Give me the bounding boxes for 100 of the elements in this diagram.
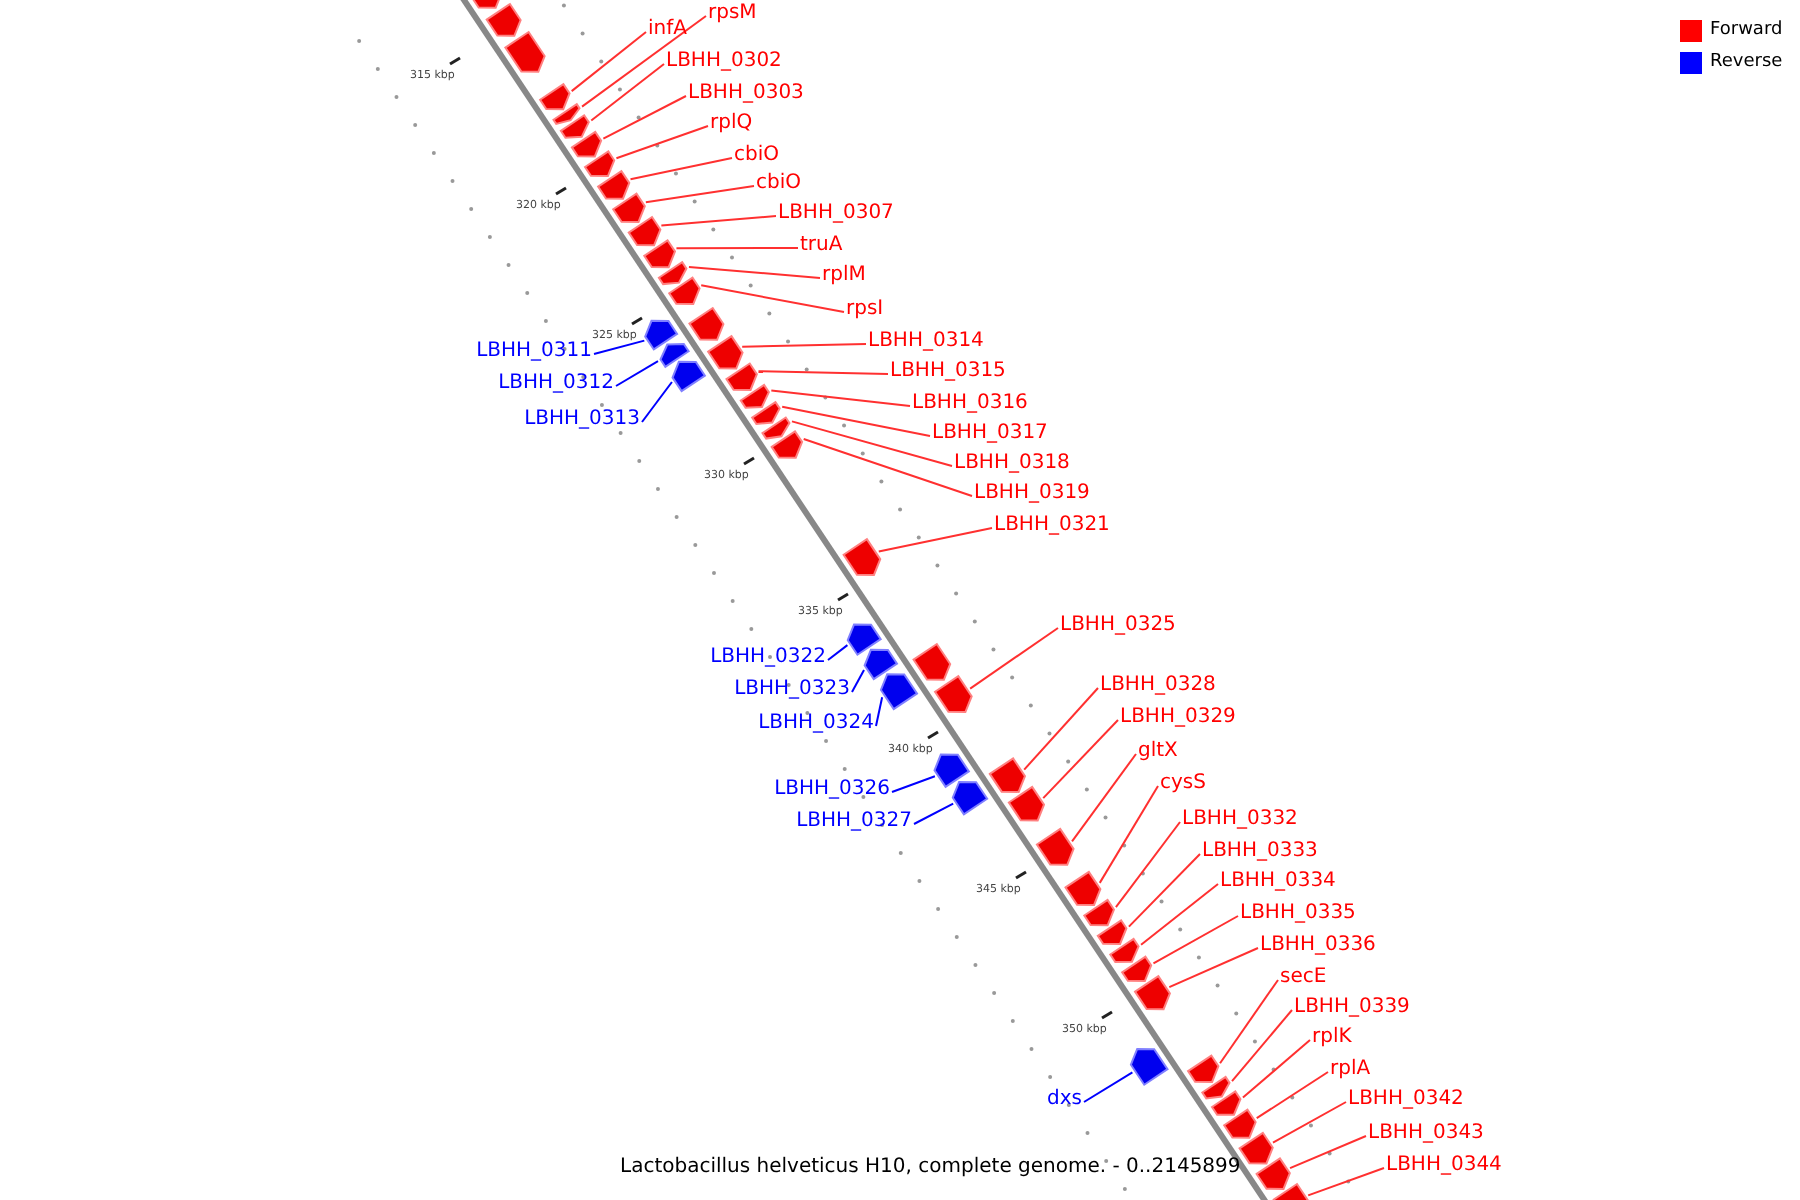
leader-line: [1114, 821, 1181, 909]
leader-line: [1219, 979, 1279, 1065]
gene-block: [1108, 937, 1140, 963]
gene-block: [1096, 918, 1128, 945]
leader-line: [1231, 1009, 1293, 1083]
gene-block: [611, 192, 646, 223]
leader-line: [629, 157, 733, 181]
gene-label: LBHH_0323: [734, 678, 850, 702]
leader-line: [1255, 1071, 1329, 1120]
gene-label: gltX: [1138, 740, 1178, 764]
gene-block: [559, 113, 590, 139]
gene-label: LBHH_0332: [1182, 808, 1298, 832]
leader-line: [615, 125, 709, 160]
gene-label: LBHH_0344: [1386, 1154, 1502, 1178]
gene-label: LBHH_0322: [710, 646, 826, 670]
gene-block: [761, 416, 791, 440]
leader-line: [644, 185, 755, 204]
gene-block: [988, 757, 1027, 793]
leader-line: [1127, 853, 1201, 928]
gene-label: LBHH_0303: [688, 82, 804, 106]
gene-block: [951, 780, 989, 816]
leader-line: [1083, 1071, 1134, 1103]
gene-label: LBHH_0311: [476, 340, 592, 364]
gene-block: [1129, 1047, 1169, 1087]
gene-label: LBHH_0324: [758, 712, 874, 736]
gene-label: infA: [648, 18, 687, 42]
gene-block: [644, 319, 679, 351]
leader-line: [1241, 1039, 1311, 1099]
gene-block: [503, 30, 546, 73]
gene-label: LBHH_0339: [1294, 996, 1410, 1020]
leader-line: [602, 95, 687, 140]
gene-block: [1082, 898, 1116, 927]
gene-block: [770, 430, 804, 459]
gene-block: [863, 648, 899, 681]
gene-label: LBHH_0336: [1260, 934, 1376, 958]
leader-line: [1140, 883, 1219, 946]
gene-block: [667, 276, 701, 306]
gene-block: [538, 82, 571, 111]
leader-line: [1042, 719, 1119, 800]
gene-block: [1064, 870, 1102, 906]
gene-block: [1222, 1108, 1257, 1139]
leader-line: [1271, 1101, 1347, 1144]
gene-label: rplQ: [710, 112, 753, 136]
gene-block: [1007, 785, 1046, 822]
gene-label: LBHH_0335: [1240, 902, 1356, 926]
gene-block: [688, 306, 725, 341]
gene-block: [725, 362, 758, 391]
leader-line: [1168, 947, 1259, 989]
gene-block: [933, 753, 971, 789]
leader-line: [1307, 1167, 1385, 1197]
leader-line: [851, 669, 865, 693]
gene-block: [1238, 1131, 1274, 1165]
leader-line: [891, 775, 936, 793]
gene-block: [1133, 974, 1171, 1011]
gene-block: [657, 260, 688, 286]
leader-line: [581, 15, 707, 108]
gene-label: rplM: [822, 264, 866, 288]
gene-label: LBHH_0334: [1220, 870, 1336, 894]
leader-line: [741, 343, 867, 348]
gene-block: [739, 383, 770, 409]
gene-block: [1210, 1090, 1242, 1116]
leader-line: [700, 284, 845, 313]
gene-label: cbiO: [734, 144, 779, 168]
gene-label: LBHH_0315: [890, 360, 1006, 384]
gene-label: rpsI: [846, 298, 884, 322]
gene-block: [1272, 1182, 1311, 1200]
gene-label: LBHH_0326: [774, 778, 890, 802]
leader-line: [641, 381, 673, 423]
gene-block: [469, 0, 504, 9]
gene-label: LBHH_0319: [974, 482, 1090, 506]
leader-line: [770, 389, 911, 407]
leader-line: [1289, 1135, 1367, 1170]
gene-block: [1035, 827, 1075, 866]
gene-label: cysS: [1160, 772, 1206, 796]
gene-label: LBHH_0318: [954, 452, 1070, 476]
leader-line: [1098, 785, 1159, 884]
legend-label: Forward: [1710, 18, 1783, 42]
gene-label: LBHH_0342: [1348, 1088, 1464, 1112]
gene-block: [846, 623, 883, 657]
gene-label: rpsM: [708, 2, 757, 26]
leader-line: [913, 802, 955, 825]
gene-label: rplA: [1330, 1058, 1371, 1082]
gene-label: LBHH_0329: [1120, 706, 1236, 730]
leader-line: [757, 370, 889, 375]
gene-label: LBHH_0321: [994, 514, 1110, 538]
gene-block: [596, 169, 631, 200]
leader-line: [969, 627, 1059, 690]
leader-line: [615, 360, 659, 387]
gene-label: LBHH_0328: [1100, 674, 1216, 698]
leader-line: [877, 527, 993, 553]
gene-label: LBHH_0325: [1060, 614, 1176, 638]
gene-block: [583, 150, 616, 178]
leader-line: [790, 420, 953, 467]
gene-block: [933, 674, 973, 713]
leader-line: [1071, 753, 1137, 843]
gene-block: [1186, 1054, 1220, 1083]
leader-line: [781, 405, 931, 437]
gene-label: LBHH_0343: [1368, 1122, 1484, 1146]
gene-label: LBHH_0317: [932, 422, 1048, 446]
gene-label: cbiO: [756, 172, 801, 196]
